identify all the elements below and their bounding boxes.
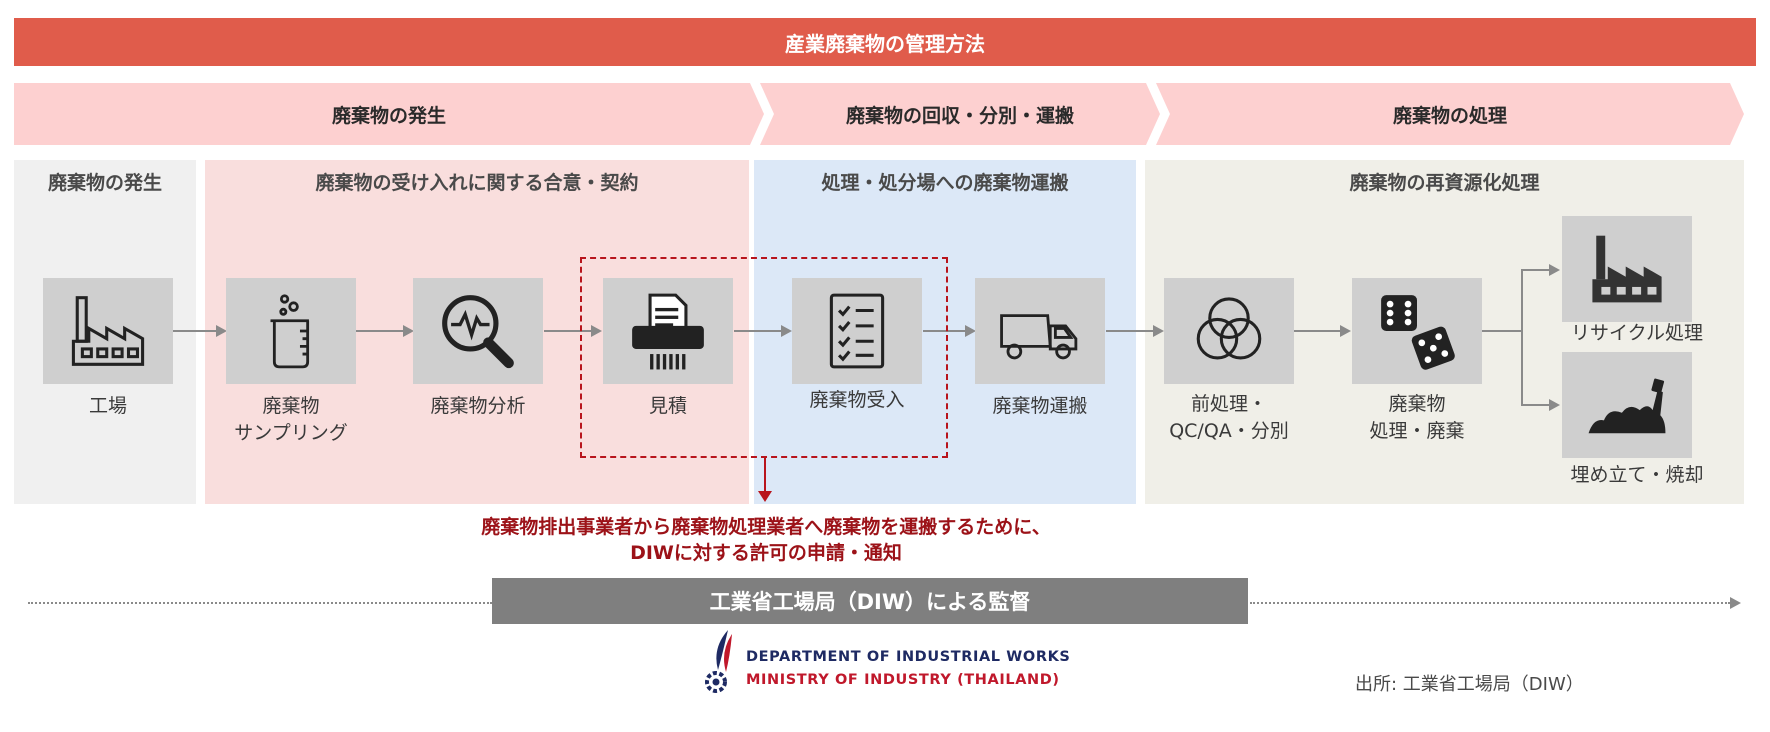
connector [544,330,591,332]
connector [1482,330,1522,332]
arrowhead [1340,325,1351,337]
permit-note-line1: 廃棄物排出事業者から廃棄物処理業者へ廃棄物を運搬するために、 [481,516,1051,538]
connector [173,330,216,332]
step-pretreatment [1164,278,1294,384]
supervision-dotted-line [28,602,492,604]
connector [356,330,403,332]
step-transport [975,278,1105,384]
connector [1521,269,1549,271]
section-title: 廃棄物の発生 [47,171,162,194]
step-label: 廃棄物受入 [809,389,905,411]
phase-generation: 廃棄物の発生 [14,83,764,145]
arrowhead [591,325,602,337]
source-note: 出所: 工業省工場局（DIW） [1355,674,1584,695]
step-label: 廃棄物 サンプリング [234,395,348,444]
step-analysis [413,278,543,384]
venn-circles-icon [1196,297,1262,360]
step-label: リサイクル処理 [1570,322,1704,344]
arrowhead [1549,399,1560,411]
step-label: 廃棄物分析 [430,395,526,417]
supervision-bar: 工業省工場局（DIW）による監督 [492,578,1248,624]
step-factory [43,278,173,384]
step-label: 前処理・ QC/QA・分別 [1169,393,1289,442]
step-sampling [226,278,356,384]
highlight-arrowhead [758,491,772,502]
dice-icon [1381,295,1455,370]
landfill-icon [1588,378,1666,434]
phase-treatment: 廃棄物の処理 [1156,83,1744,145]
connector [923,330,965,332]
section-title: 廃棄物の再資源化処理 [1349,171,1540,194]
highlight-connector [764,458,766,493]
step-label: 廃棄物 処理・廃棄 [1369,393,1465,442]
printer-estimate-icon [632,293,704,370]
connector [734,330,781,332]
step-landfill [1562,352,1692,458]
highlight-box [580,257,948,458]
page-title: 産業廃棄物の管理方法 [14,18,1756,66]
step-acceptance [792,278,922,384]
branch-connector [1521,269,1523,405]
beaker-icon [270,294,310,369]
logo-text-department: DEPARTMENT OF INDUSTRIAL WORKS [746,649,1071,665]
supervision-dotted-line [1250,602,1730,604]
supervision-arrowhead [1730,597,1741,609]
step-label: 工場 [88,395,127,417]
diw-emblem-icon [705,630,732,693]
checklist-icon [829,293,885,369]
arrowhead [403,325,414,337]
permit-note-line2: DIWに対する許可の申請・通知 [630,542,902,564]
arrowhead [1153,325,1164,337]
arrowhead [1549,264,1560,276]
step-label: 埋め立て・焼却 [1570,464,1704,486]
connector [1294,330,1340,332]
section-title: 処理・処分場への廃棄物運搬 [821,171,1069,194]
arrowhead [965,325,976,337]
analysis-magnifier-icon [442,295,514,369]
logo-text-ministry: MINISTRY OF INDUSTRY (THAILAND) [746,672,1060,688]
step-estimate [603,278,733,384]
step-label: 廃棄物運搬 [992,395,1088,417]
section-title: 廃棄物の受け入れに関する合意・契約 [315,171,639,194]
diw-logo: DEPARTMENT OF INDUSTRIAL WORKS MINISTRY … [698,626,1070,698]
factory-solid-icon [1592,235,1662,303]
arrowhead [781,325,792,337]
phase-collection: 廃棄物の回収・分別・運搬 [760,83,1160,145]
factory-icon [71,296,145,366]
connector [1106,330,1153,332]
arrowhead [216,325,227,337]
step-recycling [1562,216,1692,322]
dump-truck-icon [1000,314,1078,360]
connector [1521,404,1549,406]
step-disposal [1352,278,1482,384]
step-label: 見積 [648,395,687,417]
